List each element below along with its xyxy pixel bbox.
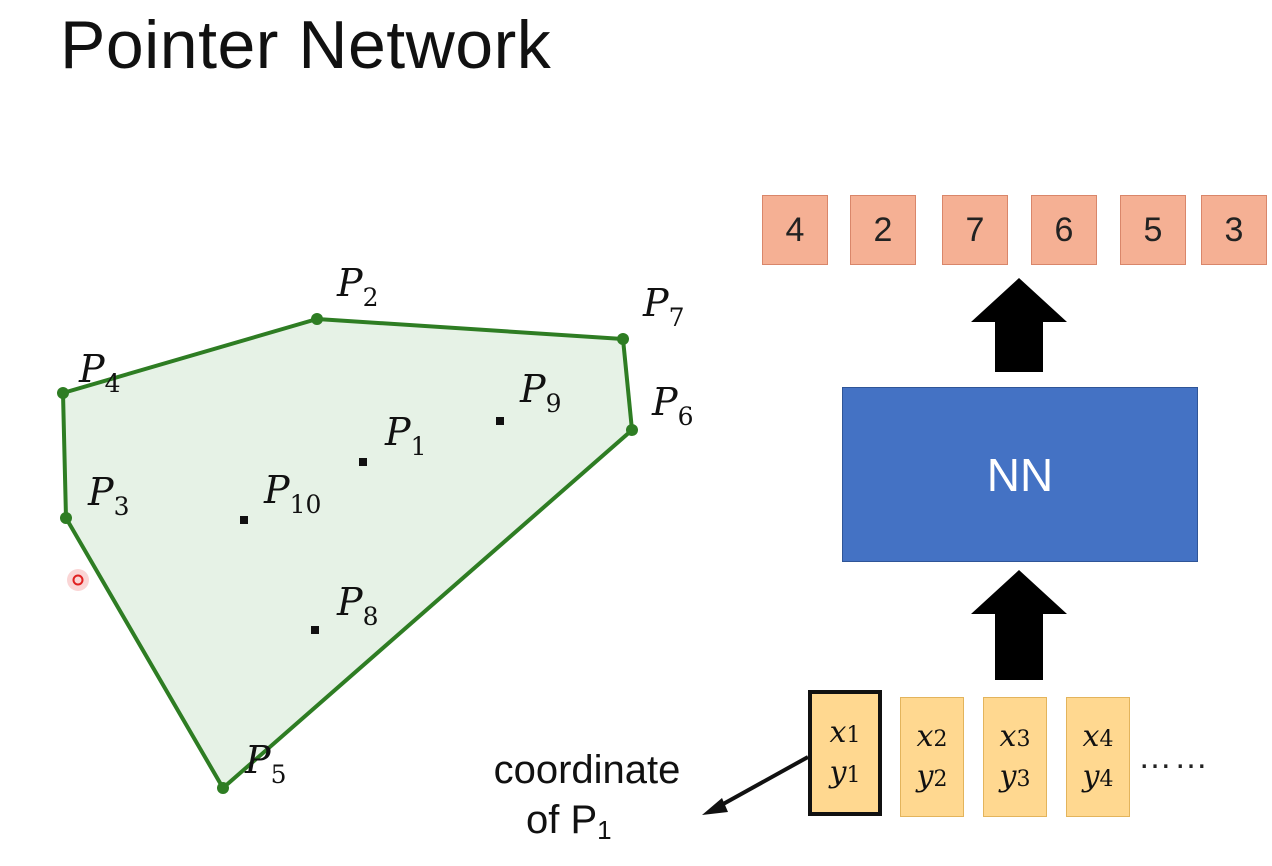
point-label: P10 [264,468,322,519]
input-coordinate-box-selected: x1 y1 [808,690,882,816]
coordinate-label: coordinate of P1 [462,745,712,847]
output-index-box: 3 [1201,195,1267,265]
point-marker [311,626,319,634]
point-label: P3 [88,470,130,521]
coordinate-pointer-line [715,755,809,810]
arrow-input-up-icon [971,570,1067,680]
output-index-box: 2 [850,195,916,265]
point-marker [311,313,323,325]
input-ellipsis: …… [1138,738,1210,776]
point-marker [626,424,638,436]
cursor-marker-dot-icon [72,574,84,586]
output-index-box: 5 [1120,195,1186,265]
point-label: P9 [520,367,562,418]
point-marker [359,458,367,466]
slide-title: Pointer Network [60,7,552,83]
point-label: P7 [643,281,685,332]
point-label: P4 [79,347,121,398]
point-marker [240,516,248,524]
point-label: P8 [337,580,379,631]
point-label: P6 [652,380,694,431]
point-marker [496,417,504,425]
point-marker [617,333,629,345]
arrow-output-up-icon [971,278,1067,372]
point-label: P2 [337,261,379,312]
input-coordinate-box: x4 y4 [1066,697,1130,817]
point-label: P1 [385,410,427,461]
point-marker [60,512,72,524]
point-marker [57,387,69,399]
coordinate-label-line2: of P1 [526,798,612,845]
point-label: P5 [245,738,287,789]
point-marker [217,782,229,794]
coordinate-pointer-arrowhead-icon [702,798,728,815]
cursor-marker-icon [67,569,89,591]
output-index-box: 7 [942,195,1008,265]
coordinate-label-line1: coordinate [493,748,681,792]
points-layer [57,313,638,794]
input-coordinate-box: x2 y2 [900,697,964,817]
neural-network-box: NN [842,387,1198,562]
output-index-box: 4 [762,195,828,265]
input-coordinate-box: x3 y3 [983,697,1047,817]
output-index-box: 6 [1031,195,1097,265]
